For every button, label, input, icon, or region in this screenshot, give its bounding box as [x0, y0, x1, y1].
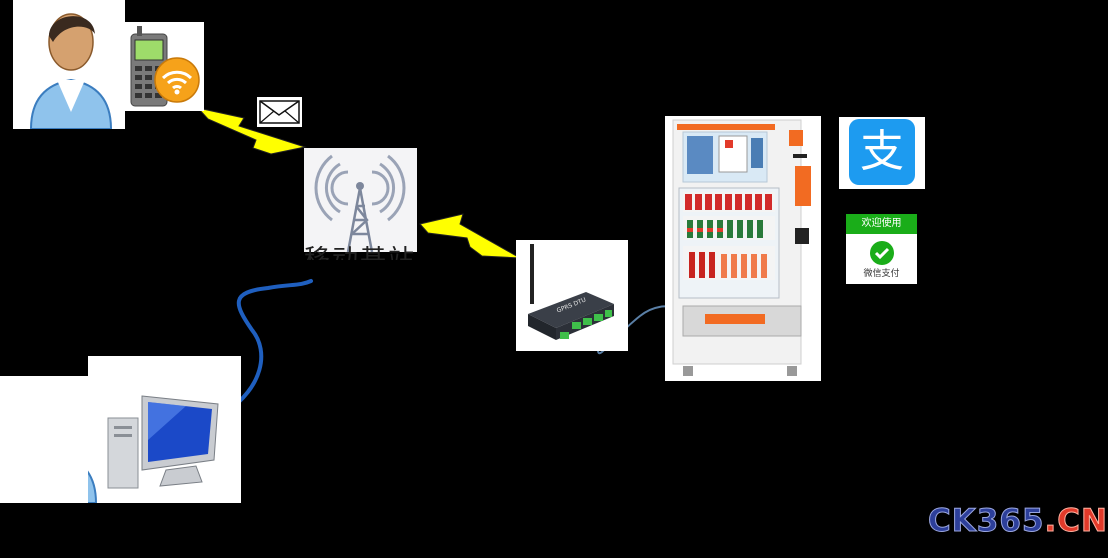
wireless-link-bolt-1 [196, 107, 307, 155]
mobile-user-panel [13, 0, 125, 129]
wireless-link-bolt-2 [419, 213, 521, 259]
computer-user-panel [0, 376, 88, 503]
wechat-pay-header: 欢迎使用 [846, 214, 917, 234]
base-station-label: 移动基站 [304, 246, 416, 260]
wechat-pay-panel: 欢迎使用 微信支付 [846, 214, 917, 284]
watermark-part2: .CN [1044, 503, 1108, 540]
sms-envelope-icon [257, 97, 302, 127]
cell-tower-icon [314, 154, 406, 252]
watermark-part1: CK365 [927, 503, 1045, 540]
alipay-icon: 支 [849, 119, 915, 185]
wifi-signal-icon [154, 57, 200, 103]
wechat-pay-footer: 微信支付 [863, 269, 900, 279]
alipay-panel: 支 [839, 117, 925, 189]
dtu-router-icon [528, 244, 614, 340]
mobile-phone-panel [125, 22, 204, 111]
vending-machine-panel [665, 116, 821, 381]
base-station-panel [304, 148, 417, 252]
user-avatar-icon-2 [88, 470, 98, 503]
wechat-pay-check-icon [870, 241, 894, 265]
vending-machine-icon [672, 119, 811, 376]
alipay-glyph: 支 [860, 126, 904, 177]
computer-panel [88, 356, 241, 503]
ck365-watermark: CK365.CN [927, 503, 1108, 540]
network-cable [224, 279, 313, 414]
desktop-computer-icon [107, 395, 219, 489]
user-avatar-icon [29, 13, 113, 129]
dtu-router-panel: GPRS DTU [516, 240, 628, 351]
